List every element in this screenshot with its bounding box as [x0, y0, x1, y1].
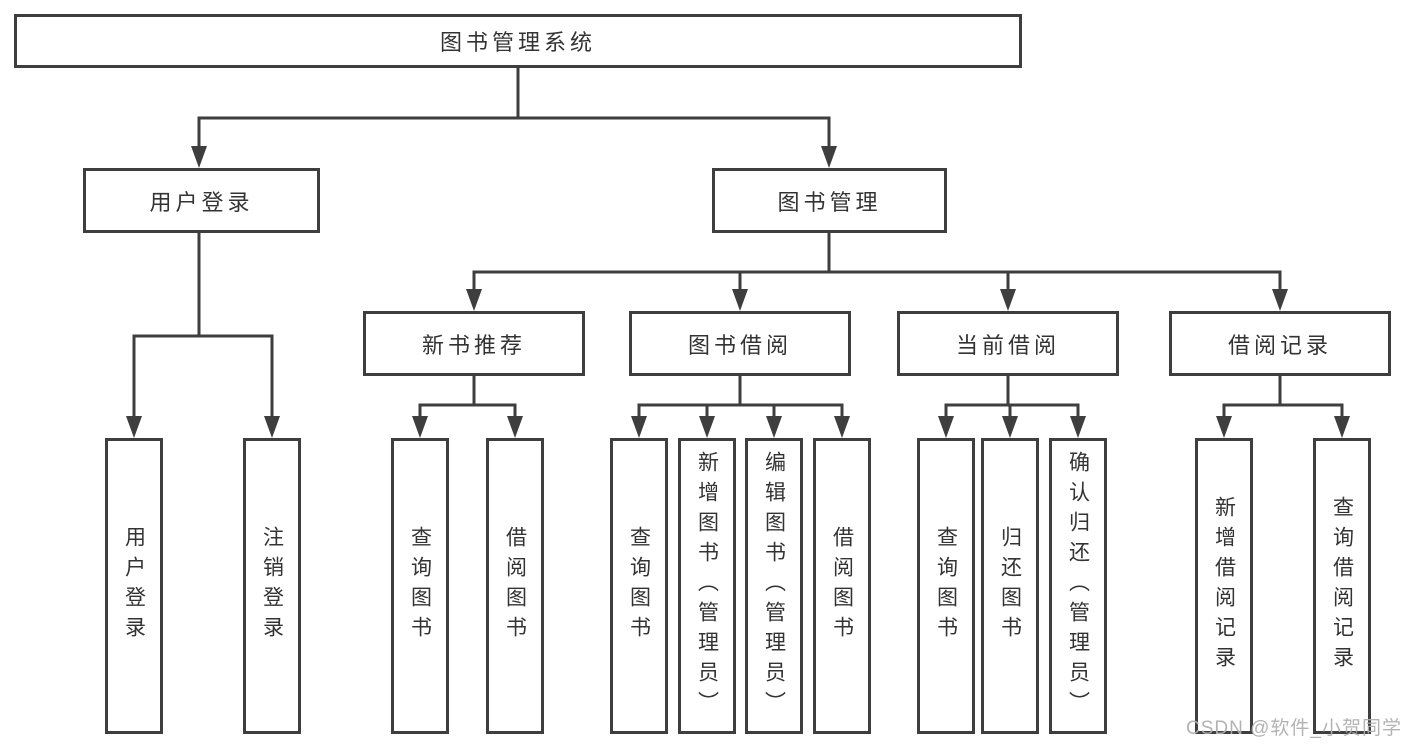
leaf-rec-query-book: 查询图书 — [391, 438, 449, 734]
node-label: 用户登录 — [122, 526, 146, 646]
node-borrowing-records: 借阅记录 — [1169, 311, 1391, 376]
watermark-text: CSDN @软件_小贺同学 — [1186, 718, 1402, 739]
node-label: 图书管理 — [777, 189, 882, 215]
node-label: 确认归还（管理员） — [1066, 451, 1090, 721]
leaf-bb-query-book: 查询图书 — [610, 438, 668, 734]
leaf-cb-query-book: 查询图书 — [917, 438, 975, 734]
node-label: 用户登录 — [149, 189, 254, 215]
node-label: 查询借阅记录 — [1330, 496, 1354, 676]
leaf-br-add-record: 新增借阅记录 — [1195, 438, 1253, 734]
node-label: 编辑图书（管理员） — [762, 451, 786, 721]
leaf-logout: 注销登录 — [243, 438, 301, 734]
node-new-book-recommendation: 新书推荐 — [363, 311, 585, 376]
node-current-borrowing: 当前借阅 — [897, 311, 1119, 376]
node-label: 查询图书 — [934, 526, 958, 646]
leaf-user-login: 用户登录 — [105, 438, 163, 734]
node-library-management-system: 图书管理系统 — [14, 14, 1022, 68]
node-label: 图书借阅 — [687, 332, 792, 358]
node-book-borrowing: 图书借阅 — [629, 311, 851, 376]
node-user-login: 用户登录 — [83, 168, 320, 233]
leaf-bb-add-book-admin: 新增图书（管理员） — [678, 438, 736, 734]
node-label: 注销登录 — [260, 526, 284, 646]
node-label: 图书管理系统 — [439, 30, 596, 55]
node-label: 新增借阅记录 — [1212, 496, 1236, 676]
node-book-management: 图书管理 — [712, 168, 947, 233]
arrowheads — [126, 146, 1350, 438]
leaf-cb-confirm-return-admin: 确认归还（管理员） — [1049, 438, 1107, 734]
leaf-bb-edit-book-admin: 编辑图书（管理员） — [745, 438, 803, 734]
connector-paths — [132, 67, 1344, 420]
node-label: 归还图书 — [998, 526, 1022, 646]
node-label: 新增图书（管理员） — [695, 451, 719, 721]
node-label: 查询图书 — [408, 526, 432, 646]
node-label: 当前借阅 — [955, 332, 1060, 358]
leaf-rec-borrow-book: 借阅图书 — [486, 438, 544, 734]
node-label: 查询图书 — [627, 526, 651, 646]
node-label: 借阅图书 — [830, 526, 854, 646]
leaf-bb-borrow-book: 借阅图书 — [813, 438, 871, 734]
node-label: 借阅记录 — [1227, 332, 1332, 358]
node-label: 新书推荐 — [421, 332, 526, 358]
leaf-br-query-record: 查询借阅记录 — [1313, 438, 1371, 734]
leaf-cb-return-book: 归还图书 — [981, 438, 1039, 734]
node-label: 借阅图书 — [503, 526, 527, 646]
